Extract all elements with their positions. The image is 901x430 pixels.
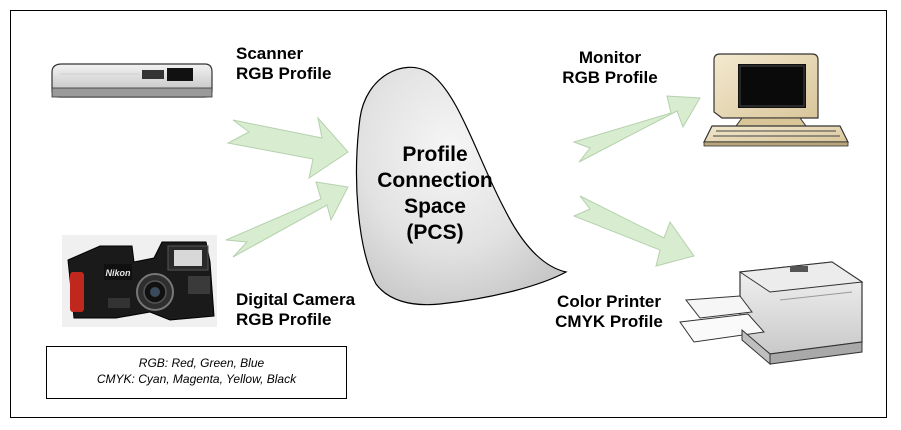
printer-profile: CMYK Profile	[555, 312, 663, 331]
monitor-icon	[703, 53, 849, 147]
scanner-profile: RGB Profile	[236, 64, 332, 83]
pcs-gamut-shape	[355, 66, 568, 306]
scanner-name: Scanner	[236, 44, 304, 63]
arrow-pcs-to-printer	[572, 195, 695, 267]
pcs-line-1: Profile	[402, 143, 468, 166]
legend-rgb: RGB: Red, Green, Blue	[138, 356, 265, 370]
color-printer-icon	[679, 261, 864, 366]
camera-brand-label: Nikon	[105, 268, 131, 278]
camera-label: Digital Camera RGB Profile	[236, 290, 355, 330]
digital-camera-icon: Nikon	[62, 235, 217, 327]
pcs-label: Profile Connection Space (PCS)	[370, 142, 500, 246]
arrow-pcs-to-monitor	[572, 95, 701, 163]
pcs-line-2: Connection	[377, 169, 493, 192]
camera-name: Digital Camera	[236, 290, 356, 309]
monitor-label: Monitor RGB Profile	[560, 48, 660, 88]
pcs-line-4: (PCS)	[406, 221, 464, 244]
arrow-camera-to-pcs	[225, 181, 349, 258]
pcs-line-3: Space	[404, 195, 466, 218]
legend-box: RGB: Red, Green, Blue CMYK: Cyan, Magent…	[46, 346, 347, 399]
diagram-frame	[10, 10, 887, 418]
printer-label: Color Printer CMYK Profile	[544, 292, 674, 332]
monitor-name: Monitor	[578, 48, 642, 67]
legend-cmyk: CMYK: Cyan, Magenta, Yellow, Black	[96, 372, 297, 386]
printer-name: Color Printer	[557, 292, 661, 311]
arrow-scanner-to-pcs	[226, 116, 349, 180]
scanner-icon	[51, 63, 213, 98]
scanner-label: Scanner RGB Profile	[236, 44, 331, 84]
monitor-profile: RGB Profile	[562, 68, 658, 87]
camera-profile: RGB Profile	[236, 310, 332, 329]
